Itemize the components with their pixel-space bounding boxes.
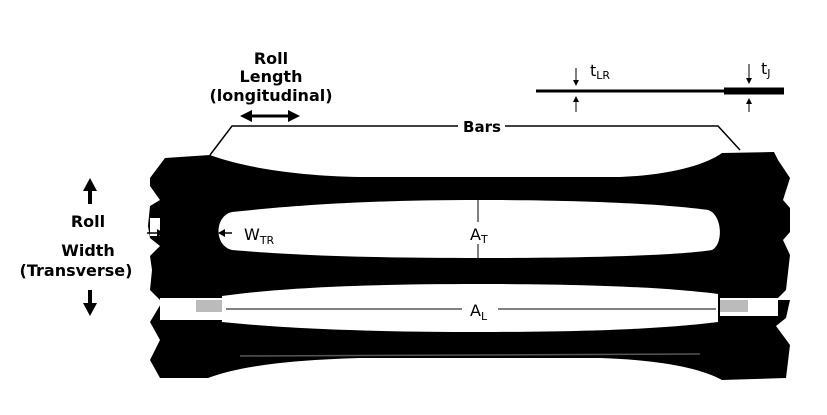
roll-width-line2: Width xyxy=(61,241,115,260)
left-strand-gray xyxy=(196,300,222,312)
w-tr-arrow-head-right-icon xyxy=(157,229,164,237)
t-lr-marker: tLR xyxy=(573,61,610,112)
a-t-annotation: AT xyxy=(470,200,488,258)
mesh-body xyxy=(148,152,790,380)
roll-width-annotation: Roll Width (Transverse) xyxy=(20,178,133,316)
roll-length-line1: Roll xyxy=(254,49,288,68)
bars-label: Bars xyxy=(463,118,501,136)
roll-width-line3: (Transverse) xyxy=(20,261,133,280)
arrow-up-icon xyxy=(83,178,97,204)
t-j-label: tJ xyxy=(761,59,771,80)
w-tr-annotation: WTR xyxy=(147,225,275,247)
bottom-edge-line xyxy=(239,353,701,357)
right-strand-gray xyxy=(720,300,748,312)
roll-length-line2: Length xyxy=(240,67,303,86)
bars-bracket-line-right xyxy=(505,125,741,151)
thickness-inset: tLR tJ xyxy=(536,59,784,112)
transverse-opening xyxy=(218,200,720,258)
t-j-marker: tJ xyxy=(746,59,771,112)
mesh-silhouette xyxy=(148,152,790,380)
a-l-label: AL xyxy=(470,301,488,323)
double-arrow-horizontal-icon xyxy=(240,110,300,122)
w-tr-label: WTR xyxy=(244,225,275,247)
arrow-down-icon xyxy=(83,290,97,316)
roll-width-line1: Roll xyxy=(71,212,105,231)
bars-bracket-line xyxy=(209,125,458,156)
w-tr-arrow-head-left-icon xyxy=(218,229,225,237)
mesh-openings xyxy=(150,200,778,357)
longitudinal-opening xyxy=(222,284,718,332)
a-t-label: AT xyxy=(470,225,488,246)
roll-length-annotation: Roll Length (longitudinal) xyxy=(209,49,333,122)
left-notch-upper xyxy=(150,218,160,236)
bars-bracket: Bars xyxy=(209,118,741,156)
t-lr-label: tLR xyxy=(590,61,610,82)
a-l-annotation: AL xyxy=(226,301,716,323)
roll-length-line3: (longitudinal) xyxy=(209,86,332,105)
